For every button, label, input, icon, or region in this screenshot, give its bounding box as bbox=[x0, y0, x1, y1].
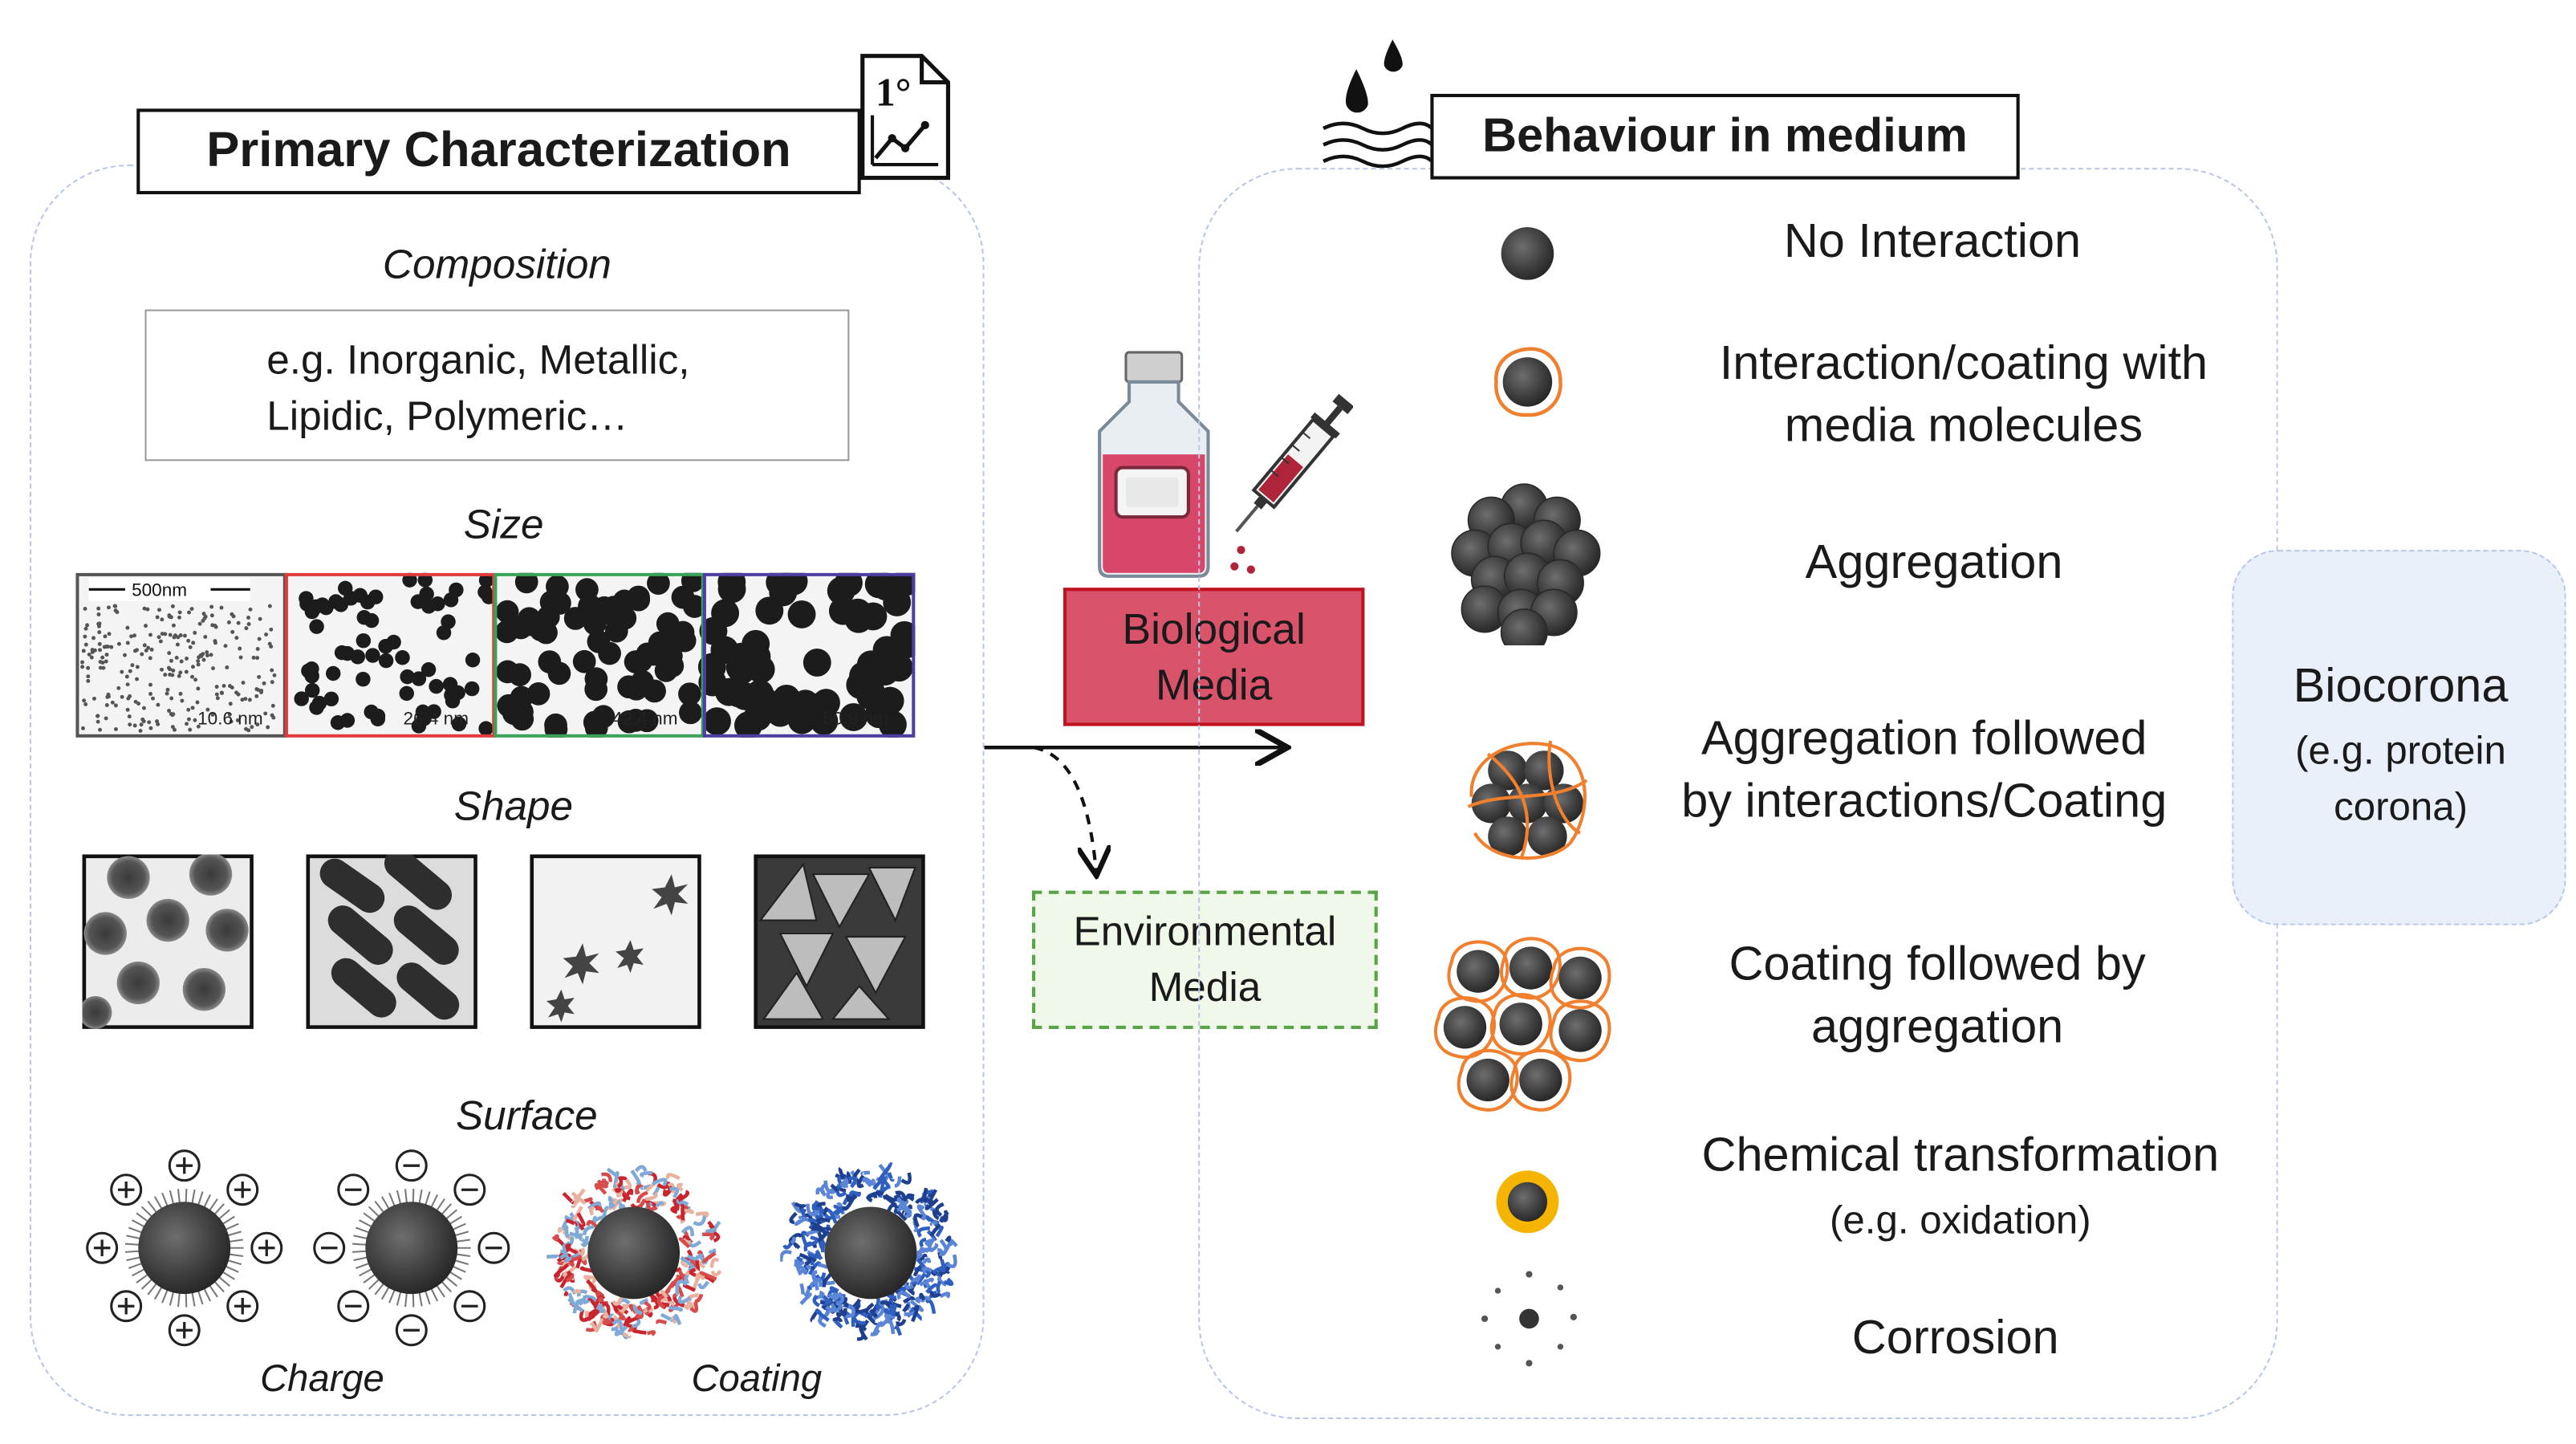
size-tem-51nm bbox=[697, 572, 916, 738]
document-chart-icon: 1° bbox=[860, 54, 950, 181]
behaviour-label-agg-coating-2: by interactions/Coating bbox=[1681, 775, 2168, 828]
behaviour-label-interaction-1: Interaction/coating with bbox=[1719, 337, 2208, 391]
behaviour-label-agg-coating-1: Aggregation followed bbox=[1700, 713, 2147, 766]
composition-title: Composition bbox=[382, 242, 611, 288]
behaviour-title: Behaviour in medium bbox=[1430, 93, 2020, 180]
no-interaction-particle bbox=[1501, 227, 1554, 280]
environmental-media-line-1: Environmental bbox=[1073, 909, 1337, 955]
size-label-1: 10.6 nm bbox=[197, 708, 262, 728]
size-tem-42nm bbox=[495, 572, 706, 738]
behaviour-label-aggregation: Aggregation bbox=[1805, 536, 2063, 590]
positive-charge-particle bbox=[86, 1149, 283, 1347]
shape-triangles-tem bbox=[754, 854, 925, 1029]
aggregation-coating-icon bbox=[1467, 740, 1588, 860]
syringe-icon bbox=[1230, 393, 1354, 574]
composition-line-2: Lipidic, Polymeric… bbox=[266, 393, 628, 440]
scale-bar-label: 500nm bbox=[132, 580, 187, 600]
behaviour-label-no-interaction: No Interaction bbox=[1783, 215, 2082, 269]
size-title: Size bbox=[463, 502, 544, 549]
coating-aggregation-icon bbox=[1434, 937, 1611, 1112]
behaviour-label-chemical-1: Chemical transformation bbox=[1701, 1129, 2220, 1182]
size-label-4: 50.9 nm bbox=[823, 708, 888, 728]
size-tem-26nm bbox=[294, 572, 497, 736]
oxidation-particle-icon bbox=[1496, 1170, 1559, 1234]
coated-particle-icon bbox=[1494, 347, 1562, 417]
biological-media-line-2: Media bbox=[1156, 660, 1273, 710]
culture-flask-icon bbox=[1098, 351, 1210, 578]
coating-label: Coating bbox=[691, 1357, 823, 1400]
behaviour-label-chemical-2: (e.g. oxidation) bbox=[1830, 1198, 2091, 1243]
shape-stars-tem bbox=[530, 854, 701, 1029]
corrosion-particle-icon bbox=[1481, 1271, 1577, 1367]
biocorona-line-1: (e.g. protein bbox=[2295, 729, 2506, 775]
protein-coated-particle bbox=[546, 1165, 722, 1340]
size-tem-10nm bbox=[80, 604, 277, 733]
behaviour-label-coat-agg-1: Coating followed by bbox=[1729, 938, 2146, 991]
biocorona-line-2: corona) bbox=[2334, 785, 2468, 830]
size-label-2: 26.4 nm bbox=[404, 708, 469, 728]
environmental-media-box: Environmental Media bbox=[1032, 890, 1378, 1029]
biocorona-box: Biocorona (e.g. protein corona) bbox=[2232, 550, 2566, 925]
behaviour-label-corrosion: Corrosion bbox=[1851, 1312, 2059, 1365]
flow-arrows bbox=[984, 724, 1300, 889]
composition-box: e.g. Inorganic, Metallic, Lipidic, Polym… bbox=[144, 309, 850, 462]
biocorona-title: Biocorona bbox=[2293, 660, 2509, 714]
shape-rods-tem bbox=[306, 854, 477, 1029]
size-tem-strip: 500nm 10.6 nm 26.4 nm 42.4 nm 50.9 nm bbox=[75, 572, 916, 738]
aggregation-cluster-icon bbox=[1451, 483, 1601, 646]
shape-spheres-tem bbox=[82, 854, 254, 1029]
negative-charge-particle bbox=[313, 1149, 510, 1347]
biological-media-line-1: Biological bbox=[1122, 604, 1306, 654]
shape-title: Shape bbox=[453, 783, 574, 830]
composition-line-1: e.g. Inorganic, Metallic, bbox=[266, 337, 690, 384]
environmental-media-line-2: Media bbox=[1148, 964, 1262, 1011]
polymer-coated-particle bbox=[780, 1162, 958, 1341]
primary-characterization-title: Primary Characterization bbox=[136, 108, 861, 195]
size-label-3: 42.4 nm bbox=[612, 708, 677, 728]
behaviour-label-coat-agg-2: aggregation bbox=[1811, 1001, 2064, 1054]
biological-media-box: Biological Media bbox=[1063, 588, 1365, 726]
surface-title: Surface bbox=[455, 1092, 598, 1140]
charge-label: Charge bbox=[260, 1357, 384, 1400]
water-drops-icon bbox=[1323, 39, 1432, 169]
behaviour-label-interaction-2: media molecules bbox=[1784, 400, 2143, 454]
doc-icon-text: 1° bbox=[876, 70, 911, 114]
